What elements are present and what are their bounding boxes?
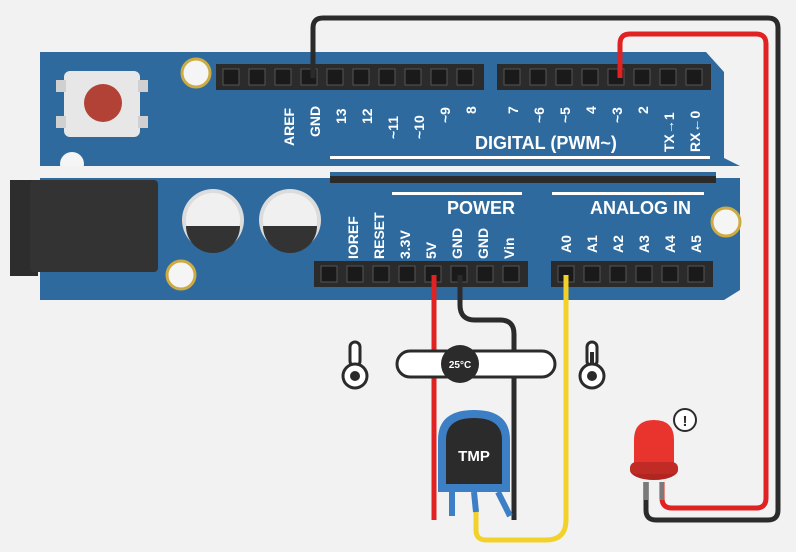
mounting-hole [180, 57, 212, 89]
tmp36-temperature-sensor[interactable]: TMP [438, 410, 513, 518]
pin-label-gnd-power-2: GND [475, 228, 491, 259]
red-led[interactable] [630, 420, 678, 500]
board-strip-header [330, 176, 716, 183]
digital-header-socket[interactable] [503, 68, 521, 86]
analog-header-socket[interactable] [583, 265, 601, 283]
pin-label-5v: 5V [423, 241, 439, 259]
pin-label-3: ~3 [609, 107, 625, 123]
pin-label-8: 8 [463, 106, 479, 114]
digital-header-socket[interactable] [555, 68, 573, 86]
pin-label-tx1: TX→1 [661, 112, 677, 152]
pin-label-a0: A0 [558, 235, 574, 253]
pin-label-vin: Vin [501, 237, 517, 259]
sensor-chip-label: TMP [458, 448, 490, 465]
digital-header-socket[interactable] [274, 68, 292, 86]
digital-header-socket[interactable] [456, 68, 474, 86]
digital-header-socket[interactable] [430, 68, 448, 86]
digital-header-socket[interactable] [404, 68, 422, 86]
power-header-socket[interactable] [320, 265, 338, 283]
digital-header-socket[interactable] [352, 68, 370, 86]
pin-label-a2: A2 [610, 235, 626, 253]
power-overline [392, 192, 522, 195]
pin-label-3v3: 3.3V [397, 230, 413, 259]
pin-label-a1: A1 [584, 235, 600, 253]
pin-label-a5: A5 [688, 235, 704, 253]
pin-label-rx0: RX←0 [687, 111, 703, 152]
temperature-slider[interactable]: 25°C [395, 345, 557, 383]
digital-header-socket[interactable] [659, 68, 677, 86]
digital-header-socket[interactable] [378, 68, 396, 86]
wire-gnd-to-led-cathode[interactable] [310, 15, 781, 523]
power-title: POWER [447, 198, 515, 218]
pin-label-2: 2 [635, 106, 651, 114]
digital-header-socket[interactable] [633, 68, 651, 86]
thermometer-cold-icon [341, 340, 369, 390]
temperature-value: 25°C [449, 360, 471, 371]
pin-label-7: 7 [505, 106, 521, 114]
pin-label-12: 12 [359, 108, 375, 124]
power-header-socket[interactable] [476, 265, 494, 283]
slider-knob[interactable] [441, 345, 479, 383]
pin-label-10: ~10 [411, 115, 427, 139]
power-header-socket[interactable] [372, 265, 390, 283]
warning-symbol: ! [683, 413, 688, 430]
analog-header-socket[interactable] [635, 265, 653, 283]
wire-a0-to-sensor[interactable] [473, 275, 569, 543]
mounting-hole [165, 259, 197, 291]
capacitor [259, 189, 321, 253]
pin-label-a3: A3 [636, 235, 652, 253]
wire-gnd-to-sensor[interactable] [457, 275, 517, 520]
pin-label-5: ~5 [557, 107, 573, 123]
pin-label-ioref: IOREF [345, 216, 361, 259]
thermometer-hot-icon [578, 340, 606, 390]
pin-label-a4: A4 [662, 235, 678, 253]
pin-label-gnd-power-1: GND [449, 228, 465, 259]
pin-label-13: 13 [333, 108, 349, 124]
power-header-socket[interactable] [502, 265, 520, 283]
digital-pwm-title: DIGITAL (PWM~) [475, 133, 617, 153]
arduino-board[interactable]: AREF GND 13 12 ~11 ~10 ~9 8 7 ~6 ~5 4 ~3… [10, 52, 742, 300]
analog-overline [552, 192, 704, 195]
pin-label-11: ~11 [385, 116, 401, 139]
digital-header-socket[interactable] [685, 68, 703, 86]
power-header-socket[interactable] [398, 265, 416, 283]
power-header-socket[interactable] [346, 265, 364, 283]
mounting-hole [710, 206, 742, 238]
pin-label-4: 4 [583, 106, 599, 114]
capacitor [182, 189, 244, 253]
digital-header-socket[interactable] [326, 68, 344, 86]
pin-label-9: ~9 [437, 107, 453, 123]
analog-header-socket[interactable] [661, 265, 679, 283]
digital-header-socket[interactable] [222, 68, 240, 86]
pin-label-gnd: GND [307, 106, 323, 137]
analog-header [551, 261, 713, 287]
digital-header-socket[interactable] [248, 68, 266, 86]
dc-power-jack [10, 180, 158, 276]
wire-pin3-to-led-anode[interactable] [617, 31, 769, 511]
analog-in-title: ANALOG IN [590, 198, 691, 218]
digital-header-socket[interactable] [529, 68, 547, 86]
warning-icon[interactable]: ! [673, 408, 697, 432]
digital-header-right [497, 64, 711, 90]
power-header [314, 261, 528, 287]
reset-button[interactable] [56, 71, 148, 137]
pin-label-reset: RESET [371, 212, 387, 259]
digital-underline [330, 156, 710, 159]
analog-header-socket[interactable] [687, 265, 705, 283]
pin-label-6: ~6 [531, 107, 547, 123]
digital-header-socket[interactable] [581, 68, 599, 86]
pin-label-aref: AREF [281, 107, 297, 146]
analog-header-socket[interactable] [609, 265, 627, 283]
